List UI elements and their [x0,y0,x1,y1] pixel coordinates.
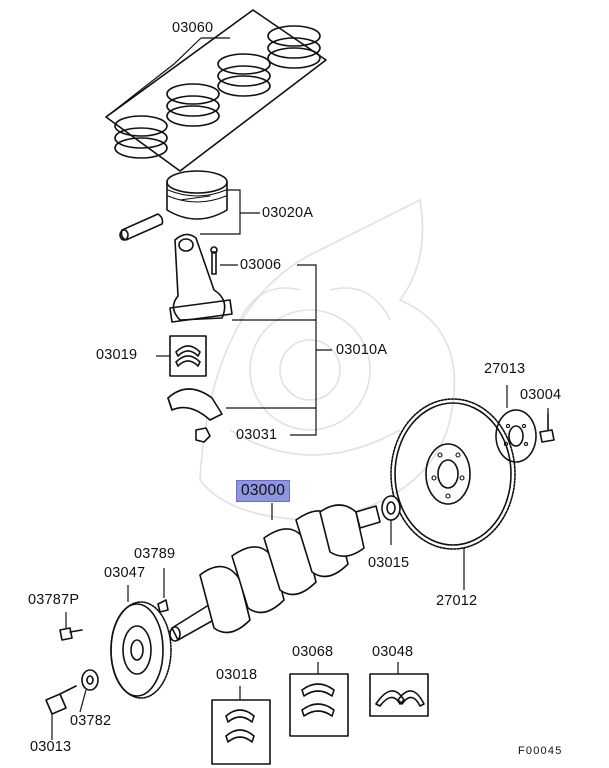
callout-03789[interactable]: 03789 [134,546,176,562]
callout-03031[interactable]: 03031 [236,427,278,443]
piston-assembly [119,170,260,241]
flywheel-plate [495,385,555,463]
flywheel [390,398,516,590]
crank-bolt [45,685,77,740]
thrust-bearing-set [289,662,349,737]
callout-03000[interactable]: 03000 [236,480,291,502]
callout-03015[interactable]: 03015 [368,555,410,571]
crank-pulley [110,585,172,699]
callout-03782[interactable]: 03782 [70,713,112,729]
crank-washer [79,669,99,713]
piston-ring-set-box [105,9,327,172]
callout-03004[interactable]: 03004 [520,387,562,403]
callout-27013[interactable]: 27013 [484,361,526,377]
rod-cap [167,388,223,421]
pulley-bolt [59,612,83,641]
callout-03020A[interactable]: 03020A [262,205,314,221]
callout-03068[interactable]: 03068 [292,644,334,660]
connecting-rod [169,233,332,436]
callout-03048[interactable]: 03048 [372,644,414,660]
figure-code: F00045 [518,745,563,757]
callout-27012[interactable]: 27012 [436,593,478,609]
callout-03019[interactable]: 03019 [96,347,138,363]
callout-03060[interactable]: 03060 [172,20,214,36]
main-bearing-set [211,686,271,765]
rod-nut [195,427,211,443]
callout-03047[interactable]: 03047 [104,565,146,581]
callout-03010A[interactable]: 03010A [336,342,388,358]
thrust-washer-set [369,662,429,717]
crankshaft [169,495,401,642]
watermark-emblem [199,198,456,521]
callout-03018[interactable]: 03018 [216,667,258,683]
rod-bearing-box [156,335,207,377]
woodruff-key [157,568,169,613]
callout-03787P[interactable]: 03787P [28,592,80,608]
callout-03006[interactable]: 03006 [240,257,282,273]
callout-03013[interactable]: 03013 [30,739,72,755]
